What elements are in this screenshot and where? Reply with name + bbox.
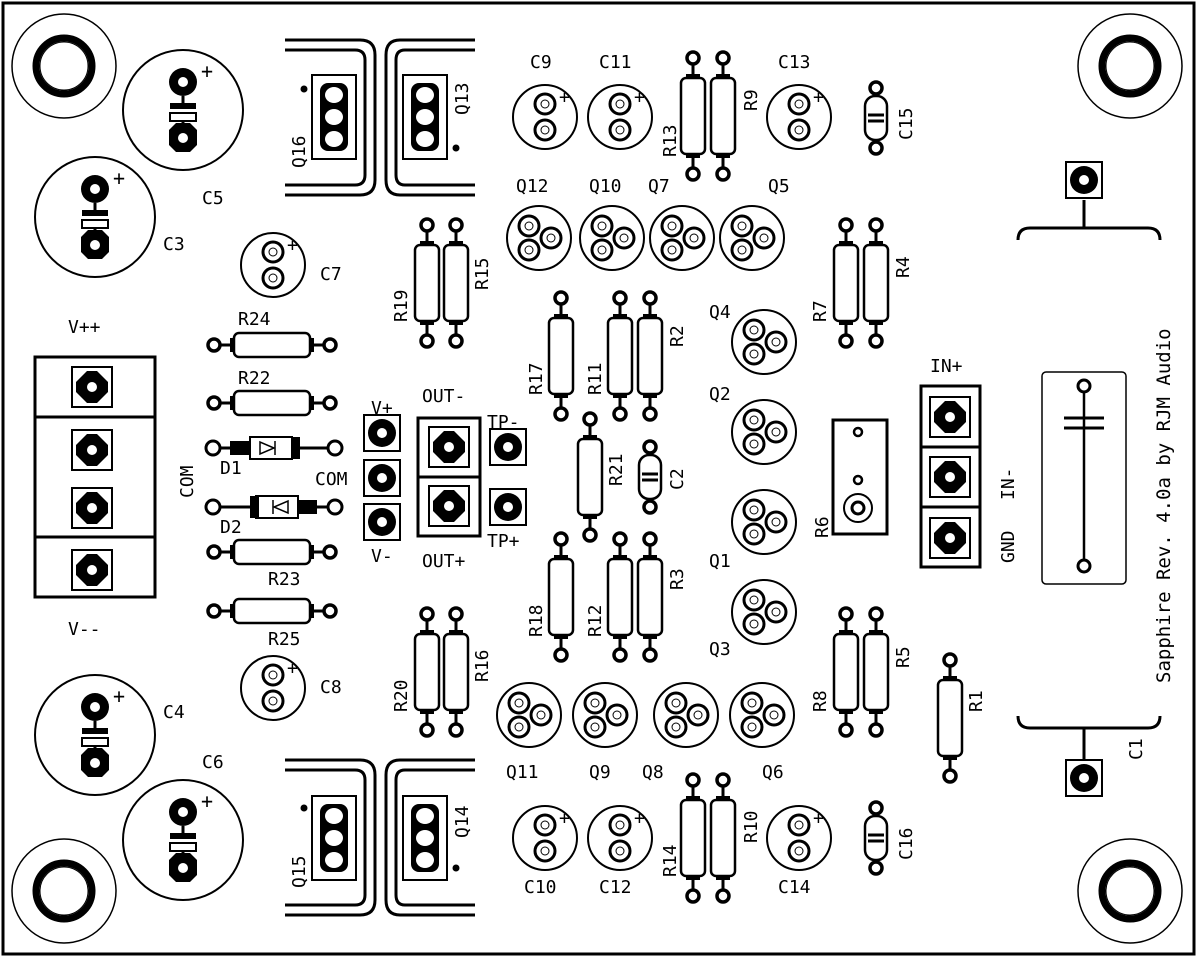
label-q2: Q2 bbox=[709, 384, 731, 405]
label-q10: Q10 bbox=[589, 176, 622, 197]
label-q5: Q5 bbox=[768, 176, 790, 197]
label-q11: Q11 bbox=[506, 762, 539, 783]
label-vplus: V+ bbox=[371, 398, 393, 419]
label-r11: R11 bbox=[585, 362, 606, 395]
power-terminal-block bbox=[33, 355, 157, 599]
label-q13: Q13 bbox=[452, 82, 473, 115]
label-r3: R3 bbox=[667, 568, 688, 590]
input-connector bbox=[919, 384, 982, 569]
label-q4: Q4 bbox=[709, 302, 731, 323]
label-c15: C15 bbox=[896, 107, 917, 140]
label-c4: C4 bbox=[163, 702, 185, 723]
heatsink-bottom-right bbox=[384, 758, 475, 917]
label-r9: R9 bbox=[741, 89, 762, 111]
label-in-minus: IN- bbox=[998, 467, 1019, 500]
label-c12: C12 bbox=[599, 877, 632, 898]
label-out-plus: OUT+ bbox=[422, 551, 466, 572]
label-d1: D1 bbox=[220, 458, 242, 479]
label-c10: C10 bbox=[524, 877, 557, 898]
label-r17: R17 bbox=[526, 362, 547, 395]
label-q15: Q15 bbox=[289, 855, 310, 888]
label-com-left: COM bbox=[177, 465, 198, 498]
label-q12: Q12 bbox=[516, 176, 549, 197]
output-connector bbox=[416, 416, 482, 538]
label-q7: Q7 bbox=[648, 176, 670, 197]
diode-d1 bbox=[204, 436, 344, 460]
label-r13: R13 bbox=[660, 124, 681, 157]
label-in-plus: IN+ bbox=[930, 356, 963, 377]
label-r23: R23 bbox=[268, 569, 301, 590]
label-d2: D2 bbox=[220, 517, 242, 538]
label-c16: C16 bbox=[896, 827, 917, 860]
label-r1: R1 bbox=[966, 690, 987, 712]
label-c6: C6 bbox=[202, 752, 224, 773]
label-r21: R21 bbox=[606, 453, 627, 486]
label-tp-minus: TP- bbox=[487, 412, 520, 433]
label-c11: C11 bbox=[599, 52, 632, 73]
heatsink-top-left bbox=[285, 38, 377, 197]
label-c2: C2 bbox=[667, 468, 688, 490]
label-com-mid: COM bbox=[315, 469, 348, 490]
label-c14: C14 bbox=[778, 877, 811, 898]
label-r24: R24 bbox=[238, 309, 271, 330]
label-c7: C7 bbox=[320, 264, 342, 285]
label-c9: C9 bbox=[530, 52, 552, 73]
label-q6: Q6 bbox=[762, 762, 784, 783]
board-title: Sapphire Rev. 4.0a by RJM Audio bbox=[1153, 328, 1175, 683]
label-q3: Q3 bbox=[709, 639, 731, 660]
label-r20: R20 bbox=[391, 679, 412, 712]
label-q9: Q9 bbox=[589, 762, 611, 783]
label-r19: R19 bbox=[391, 289, 412, 322]
label-r22: R22 bbox=[238, 368, 271, 389]
label-c3: C3 bbox=[163, 234, 185, 255]
diode-d2 bbox=[204, 495, 344, 519]
label-r14: R14 bbox=[660, 844, 681, 877]
label-vmm: V-- bbox=[68, 619, 101, 640]
label-r8: R8 bbox=[810, 690, 831, 712]
label-q8: Q8 bbox=[642, 762, 664, 783]
label-r10: R10 bbox=[741, 810, 762, 843]
label-out-minus: OUT- bbox=[422, 386, 465, 407]
label-c1: C1 bbox=[1126, 738, 1147, 760]
heatsink-bottom-left bbox=[285, 758, 377, 917]
trimmer-r6 bbox=[831, 418, 889, 536]
label-gnd: GND bbox=[998, 530, 1019, 563]
label-r6: R6 bbox=[812, 516, 833, 538]
label-r2: R2 bbox=[667, 325, 688, 347]
label-c5: C5 bbox=[202, 188, 224, 209]
label-vminus: V- bbox=[371, 546, 393, 567]
label-c13: C13 bbox=[778, 52, 811, 73]
label-q14: Q14 bbox=[452, 805, 473, 838]
label-r18: R18 bbox=[526, 604, 547, 637]
label-c8: C8 bbox=[320, 677, 342, 698]
label-r16: R16 bbox=[472, 649, 493, 682]
film-capacitor-c1 bbox=[1016, 161, 1162, 797]
heatsink-top-right bbox=[384, 38, 475, 197]
supply-pads bbox=[363, 414, 401, 541]
label-r15: R15 bbox=[472, 257, 493, 290]
label-r12: R12 bbox=[585, 604, 606, 637]
label-q1: Q1 bbox=[709, 551, 731, 572]
label-r7: R7 bbox=[810, 300, 831, 322]
label-r4: R4 bbox=[893, 256, 914, 278]
label-r25: R25 bbox=[268, 629, 301, 650]
label-q16: Q16 bbox=[289, 135, 310, 168]
label-tp-plus: TP+ bbox=[487, 531, 520, 552]
label-vpp: V++ bbox=[68, 317, 101, 338]
label-r5: R5 bbox=[893, 646, 914, 668]
